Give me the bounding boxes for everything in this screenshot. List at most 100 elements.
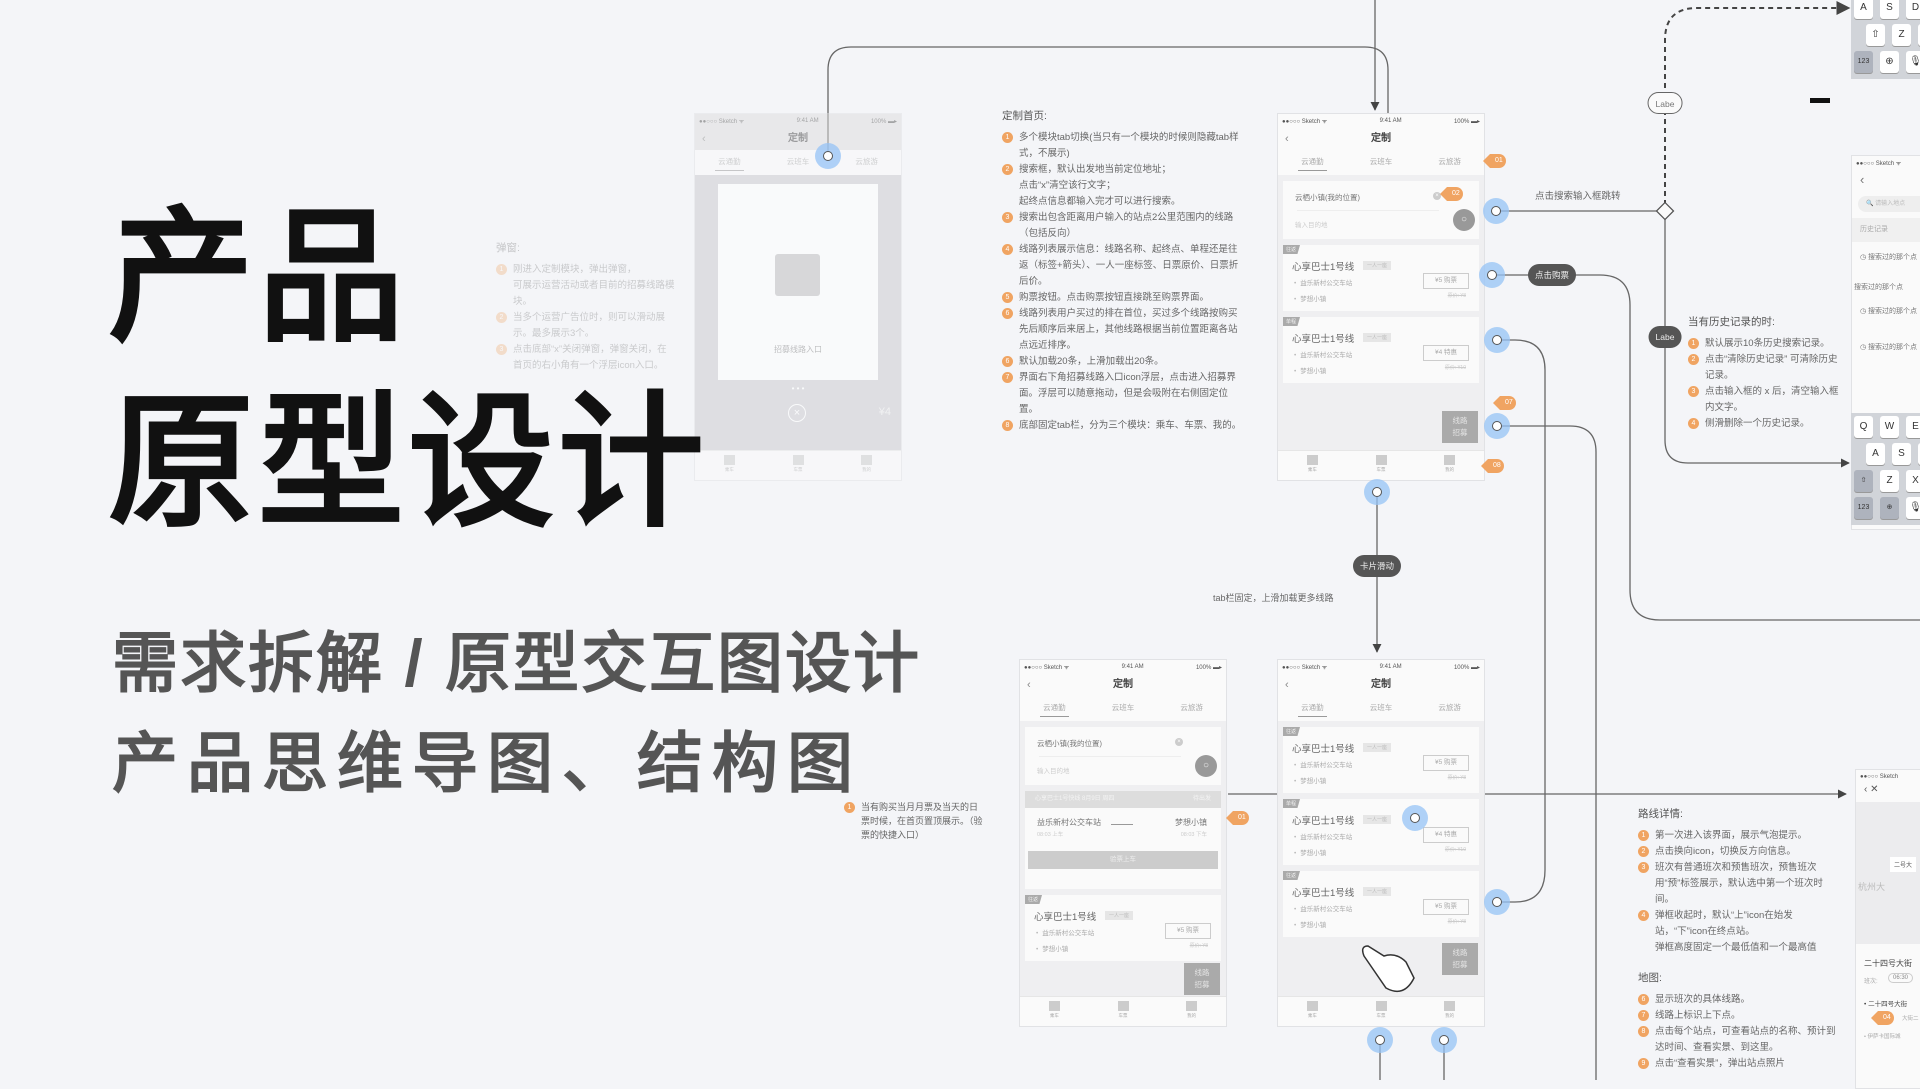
bottom-tab-3[interactable]: 我的 [1157,997,1226,1026]
key-Z[interactable]: Z [1880,470,1899,492]
tab-1[interactable]: 云通勤 [695,150,764,175]
hotspot-dot[interactable] [815,143,841,169]
key-S[interactable]: S [1880,0,1899,19]
bottom-tab-2[interactable]: 车票 [764,451,833,480]
recruit-float-button[interactable]: 线路招募 [1442,943,1478,975]
bottom-tab-3[interactable]: 我的 [832,451,901,480]
key-E[interactable]: E [1906,416,1920,438]
tab-3[interactable]: 云旅游 [1157,696,1226,721]
key-A[interactable]: A [1866,443,1885,465]
shift-time-chip[interactable]: 06:30 [1888,973,1914,983]
tab-3[interactable]: 云旅游 [832,150,901,175]
tab-2[interactable]: 云班车 [1347,150,1416,175]
key-S[interactable]: S [1892,443,1911,465]
history-item-swiped[interactable]: 搜索过的那个点 [1854,284,1903,291]
popup-card[interactable]: 招募线路入口 [718,184,878,380]
annotation-marker: 01 [1483,154,1506,168]
recruit-float-button[interactable]: 线路招募 [1184,963,1220,995]
bottom-tab-3[interactable]: 我的 [1415,997,1484,1026]
bottom-tab-2[interactable]: 车票 [1347,451,1416,480]
key-X[interactable]: X [1918,24,1920,46]
search-button[interactable]: ○ [1195,755,1217,777]
key-123[interactable]: 123 [1854,497,1873,519]
key-X[interactable]: X [1906,470,1920,492]
key-⇧[interactable]: ⇧ [1866,24,1885,46]
origin-field[interactable]: 云栖小镇(我的位置) [1295,193,1360,202]
tab-1[interactable]: 云通勤 [1020,696,1089,721]
tab-2[interactable]: 云班车 [1089,696,1158,721]
hotspot-dot[interactable] [1367,1027,1393,1053]
key-A[interactable]: A [1854,0,1873,19]
seat-badge: 一人一座 [1363,815,1392,824]
history-item[interactable]: ◷ 搜索过的那个点 [1860,308,1918,315]
hotspot-dot[interactable] [1364,479,1390,505]
check-ticket-button[interactable]: 验票上车 [1028,851,1218,869]
bottom-tab-1[interactable]: 乘车 [1278,451,1347,480]
key-Z[interactable]: Z [1892,24,1911,46]
keyboard-top: ASD ⇧ ZX 123 ⊕ 🎙 [1851,0,1920,79]
tab-2[interactable]: 云班车 [764,150,833,175]
hotspot-dot[interactable] [1484,889,1510,915]
key-⇧[interactable]: ⇧ [1854,470,1873,492]
back-icon[interactable]: ‹ [702,133,706,145]
recruit-float-button[interactable]: 线路招募 [1442,411,1478,443]
clear-icon[interactable]: × [1175,738,1183,746]
hotspot-dot[interactable] [1431,1027,1457,1053]
key-123[interactable]: 123 [1854,51,1873,73]
key-D[interactable]: D [1918,443,1920,465]
bottom-tab-3[interactable]: 我的 [1415,451,1484,480]
buy-button[interactable]: ¥5 购票 [1423,273,1469,289]
tab-1[interactable]: 云通勤 [1278,150,1347,175]
key-D[interactable]: D [1906,0,1920,19]
origin-field[interactable]: 云栖小镇(我的位置) [1037,739,1102,748]
buy-button[interactable]: ¥5 购票 [1165,923,1211,939]
key-W[interactable]: W [1880,416,1899,438]
map-area[interactable]: 二号大杭州大 [1856,802,1920,944]
tab-3[interactable]: 云旅游 [1415,150,1484,175]
hotspot-dot[interactable] [1483,198,1509,224]
tab-2[interactable]: 云班车 [1347,696,1416,721]
history-item[interactable]: ◷ 搜索过的那个点 [1860,344,1918,351]
bottom-tab-2[interactable]: 车票 [1089,997,1158,1026]
popup-close-button[interactable]: × [788,404,806,422]
clear-icon[interactable]: × [1433,192,1441,200]
tab-1[interactable]: 云通勤 [1278,696,1347,721]
hotspot-dot[interactable] [1484,327,1510,353]
buy-button[interactable]: ¥5 购票 [1423,899,1469,915]
key-🎙[interactable]: 🎙 [1906,497,1920,519]
hotspot-dot[interactable] [1479,262,1505,288]
back-icon[interactable]: ‹ [1285,679,1289,691]
back-icon[interactable]: ‹ [1860,172,1865,187]
search-button[interactable]: ○ [1453,209,1475,231]
back-icon[interactable]: ‹ [1027,679,1031,691]
hotspot-dot[interactable] [1402,805,1428,831]
hotspot-dot[interactable] [1484,413,1510,439]
back-icon[interactable]: ‹ ✕ [1864,784,1879,795]
tab-3[interactable]: 云旅游 [1415,696,1484,721]
bottom-tab-1[interactable]: 乘车 [695,451,764,480]
bottom-tab-1[interactable]: 乘车 [1278,997,1347,1026]
key-🎙[interactable]: 🎙 [1906,51,1920,73]
key-Q[interactable]: Q [1854,416,1873,438]
history-search-input[interactable]: 🔍 请输入地点 [1858,196,1920,212]
destination-input[interactable]: 输入目的地 [1037,768,1070,775]
back-icon[interactable]: ‹ [1285,133,1289,145]
buy-button[interactable]: ¥4 特惠 [1423,345,1469,361]
buy-button[interactable]: ¥5 购票 [1423,755,1469,771]
key-⊕[interactable]: ⊕ [1880,497,1899,519]
bottom-tab-2[interactable]: 车票 [1347,997,1416,1026]
history-item[interactable]: ◷ 搜索过的那个点 [1860,254,1918,261]
bottom-tab-1[interactable]: 乘车 [1020,997,1089,1026]
key-⊕[interactable]: ⊕ [1880,51,1899,73]
buy-button[interactable]: ¥4 特惠 [1423,827,1469,843]
destination-input[interactable]: 输入目的地 [1295,222,1328,229]
note-text: 弹框收起时，默认“上”icon在始发站，“下”icon在终点站。 弹框高度固定一… [1655,910,1817,953]
